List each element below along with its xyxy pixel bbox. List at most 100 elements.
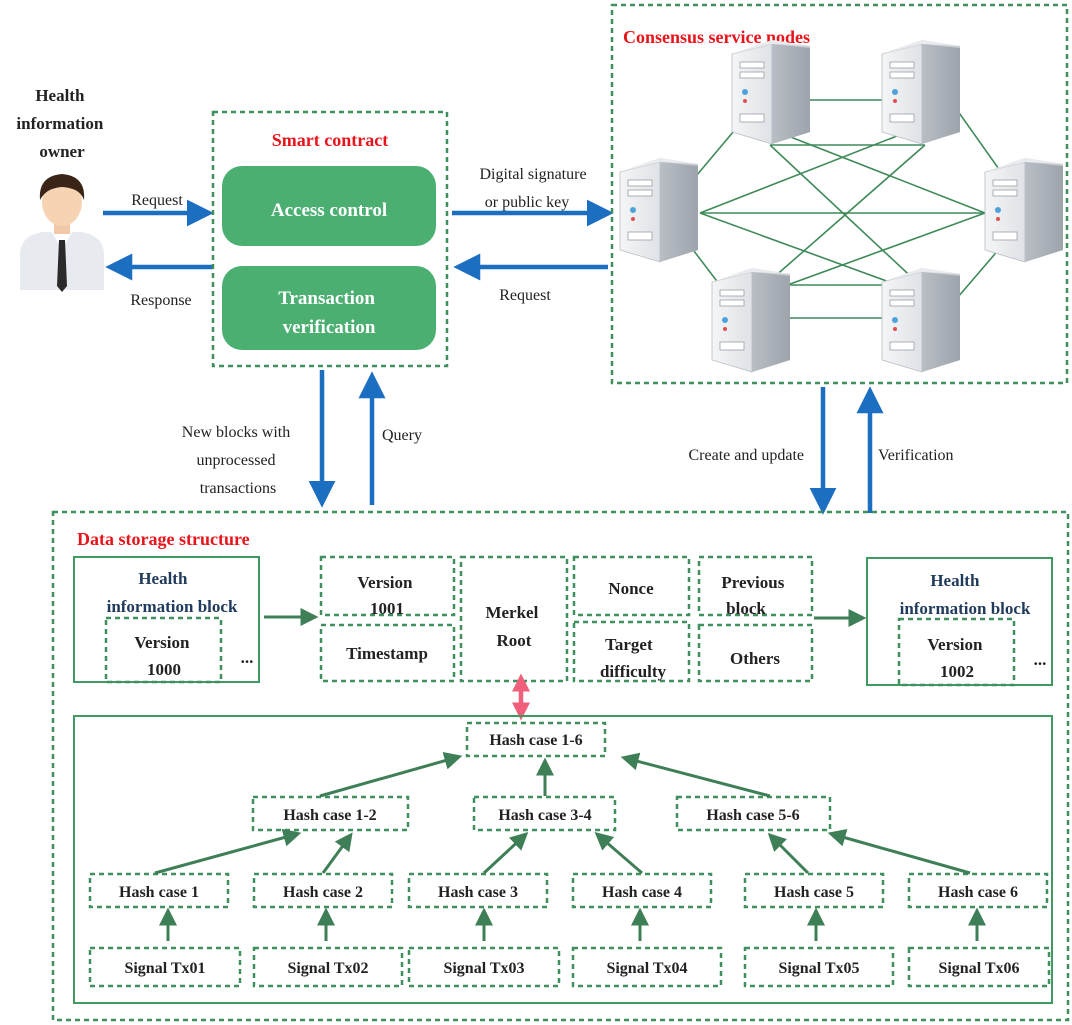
- consensus-frame: [610, 3, 1069, 385]
- version-line: Version: [134, 633, 190, 652]
- hash-case-box: [743, 872, 885, 909]
- version-line: Version: [357, 573, 413, 592]
- previous-line: block: [726, 599, 766, 618]
- signal-tx-row: Signal Tx01 Signal Tx02 Signal Tx03 Sign…: [88, 946, 1051, 988]
- server-node-icon: [619, 157, 699, 263]
- hash-root-label: Hash case 1-6: [489, 732, 582, 749]
- signal-tx-box: [252, 946, 404, 988]
- signal-tx-box: [88, 946, 242, 988]
- version-1002-box: [897, 617, 1016, 687]
- access-control-box: [222, 166, 436, 246]
- server-node-icon: [881, 39, 961, 145]
- merkel-line: Root: [497, 631, 532, 650]
- new-blocks-label-line: transactions: [200, 480, 276, 497]
- signal-tx-box: [571, 946, 723, 988]
- hash-case-box: [407, 872, 549, 909]
- health-block-left: [73, 556, 260, 683]
- version-1002-label: Version 1002: [927, 635, 986, 681]
- hash-case-box: [907, 872, 1049, 909]
- hash-level2-box: [675, 795, 832, 832]
- hash-case-label: Hash case 4: [602, 884, 682, 901]
- transaction-verification-label: Transaction verification: [278, 288, 380, 338]
- hash-case-label: Hash case 6: [938, 884, 1018, 901]
- new-blocks-label: New blocks with unprocessed transactions: [182, 424, 294, 497]
- new-blocks-label-line: unprocessed: [196, 452, 275, 469]
- data-storage-frame: [51, 510, 1070, 1022]
- data-storage-title: Data storage structure: [77, 529, 250, 549]
- version-line: 1000: [147, 660, 181, 679]
- timestamp-label: Timestamp: [346, 644, 428, 663]
- tx-verification-line: Transaction: [278, 288, 375, 309]
- server-node-icon: [984, 157, 1064, 263]
- hash-case-label: Hash case 3: [438, 884, 518, 901]
- signal-tx-box: [907, 946, 1051, 988]
- smart-contract-title: Smart contract: [272, 130, 388, 150]
- hash-case-label: Hash case 5: [774, 884, 854, 901]
- hash-case-box: [88, 872, 230, 909]
- block-left-ellipsis: ...: [241, 648, 254, 667]
- request-label: Request: [131, 192, 183, 209]
- owner-label-line: Health: [35, 86, 85, 105]
- signature-label-line: or public key: [485, 194, 569, 211]
- hash-case-label: Hash case 1: [119, 884, 199, 901]
- person-icon: [20, 174, 104, 292]
- hash-level2-box: [251, 795, 410, 832]
- signal-tx-label: Signal Tx01: [124, 960, 205, 977]
- target-line: Target: [605, 635, 653, 654]
- nonce-label: Nonce: [608, 579, 654, 598]
- signal-tx-box: [743, 946, 895, 988]
- signal-tx-label: Signal Tx06: [938, 960, 1019, 977]
- previous-block-box: [697, 555, 814, 617]
- access-control-label: Access control: [271, 200, 387, 221]
- owner-label-line: information: [16, 114, 103, 133]
- hash-level2-box: [472, 795, 617, 832]
- version-1000-box: [104, 616, 223, 684]
- query-label: Query: [382, 427, 422, 444]
- response-label: Response: [130, 292, 191, 309]
- signature-label-line: Digital signature: [479, 166, 586, 183]
- others-label: Others: [730, 649, 780, 668]
- merkle-tree-arrows: [154, 752, 986, 941]
- health-block-right-title: Health information block: [900, 571, 1031, 618]
- health-block-left-title: Health information block: [107, 569, 238, 616]
- timestamp-box: [319, 623, 456, 683]
- hash-level2-label: Hash case 5-6: [706, 807, 799, 824]
- server-node-icon: [731, 39, 811, 145]
- previous-block-label: Previous block: [721, 573, 788, 618]
- merkle-tree-frame: [73, 715, 1053, 1004]
- hash-case-box: [571, 872, 713, 909]
- verification-label: Verification: [878, 447, 954, 464]
- server-node-icon: [881, 267, 961, 373]
- block-title-line: information block: [900, 599, 1031, 618]
- smart-contract-frame: [211, 110, 449, 368]
- data-storage-panel: Data storage structure Health informatio…: [51, 510, 1070, 1022]
- signal-tx-label: Signal Tx03: [443, 960, 524, 977]
- version-1000-label: Version 1000: [134, 633, 193, 679]
- hash-case-label: Hash case 2: [283, 884, 363, 901]
- health-information-owner: Health information owner: [16, 86, 107, 292]
- version-line: Version: [927, 635, 983, 654]
- block-title-line: Health: [138, 569, 188, 588]
- owner-label: Health information owner: [16, 86, 107, 161]
- consensus-panel: Consensus service nodes: [610, 3, 1069, 385]
- signal-tx-label: Signal Tx05: [778, 960, 859, 977]
- previous-line: Previous: [721, 573, 784, 592]
- target-difficulty-box: [572, 620, 691, 683]
- hash-case-row: Hash case 1 Hash case 2 Hash case 3 Hash…: [88, 872, 1049, 909]
- hash-case-box: [252, 872, 394, 909]
- block-title-line: information block: [107, 597, 238, 616]
- create-update-label: Create and update: [689, 447, 805, 464]
- hash-level2-label: Hash case 1-2: [283, 807, 376, 824]
- server-node-icon: [711, 267, 791, 373]
- transaction-verification-box: [222, 266, 436, 350]
- header-version-label: Version 1001: [357, 573, 416, 618]
- signal-tx-box: [407, 946, 561, 988]
- merkel-line: Merkel: [485, 603, 538, 622]
- hash-root-box: [465, 721, 607, 758]
- signal-tx-label: Signal Tx02: [287, 960, 368, 977]
- consensus-title: Consensus service nodes: [623, 27, 810, 47]
- merkel-root-label: Merkel Root: [485, 603, 542, 650]
- nonce-box: [572, 555, 691, 617]
- new-blocks-label-line: New blocks with: [182, 424, 290, 441]
